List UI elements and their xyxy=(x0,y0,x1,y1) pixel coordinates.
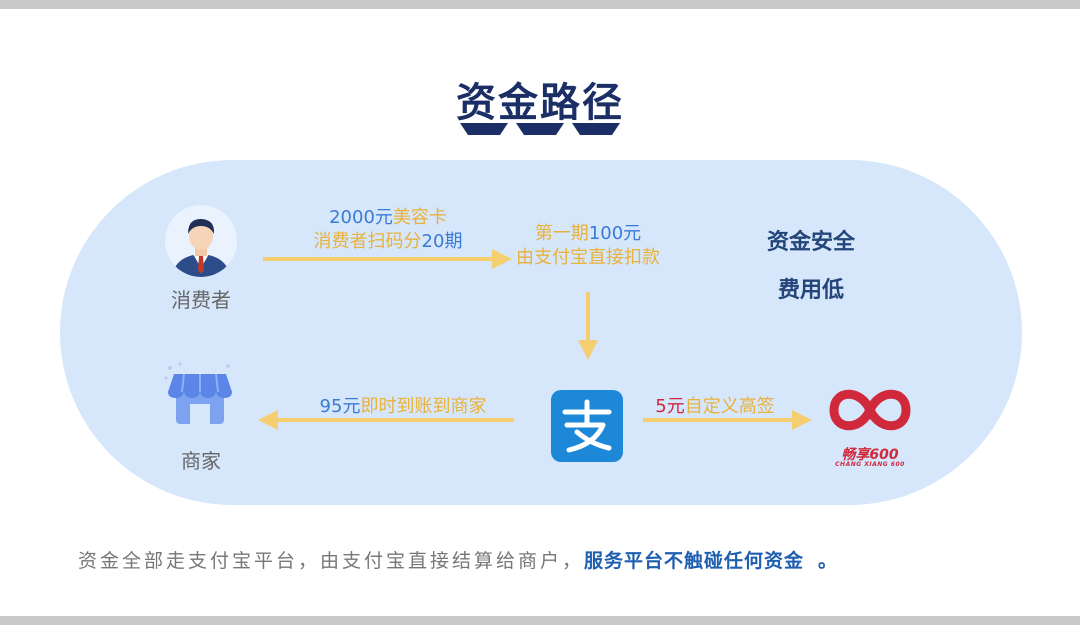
brand-name: 畅享600 xyxy=(841,447,899,463)
top-border xyxy=(0,0,1080,9)
storefront-icon xyxy=(164,362,232,424)
first-payment-label: 第一期100元 由支付宝直接扣款 xyxy=(516,223,660,268)
merchant-flow-label: 95元即时到账到商家 xyxy=(319,396,487,417)
feature-low-fee: 费用低 xyxy=(777,278,844,303)
brand-subtitle: CHANG XIANG 600 xyxy=(835,461,905,468)
businessman-avatar-icon xyxy=(165,205,237,277)
consumer-flow-label: 2000元美容卡 消费者扫码分20期 xyxy=(313,207,463,252)
footer-highlight: 服务平台不触碰任何资金 xyxy=(584,550,805,572)
consumer-label: 消费者 xyxy=(171,288,231,312)
footer-note: 资金全部走支付宝平台，由支付宝直接结算给商户，服务平台不触碰任何资金。 xyxy=(78,550,839,572)
alipay-logo-icon xyxy=(551,390,623,462)
title-chevrons-decoration xyxy=(460,123,620,135)
infinity-logo-icon xyxy=(829,389,911,431)
page-title: 资金路径 xyxy=(456,80,624,126)
merchant-label: 商家 xyxy=(181,449,221,473)
feature-fund-safety: 资金安全 xyxy=(766,230,855,255)
platform-flow-label: 5元自定义高签 xyxy=(655,396,775,417)
bottom-border xyxy=(0,616,1080,625)
